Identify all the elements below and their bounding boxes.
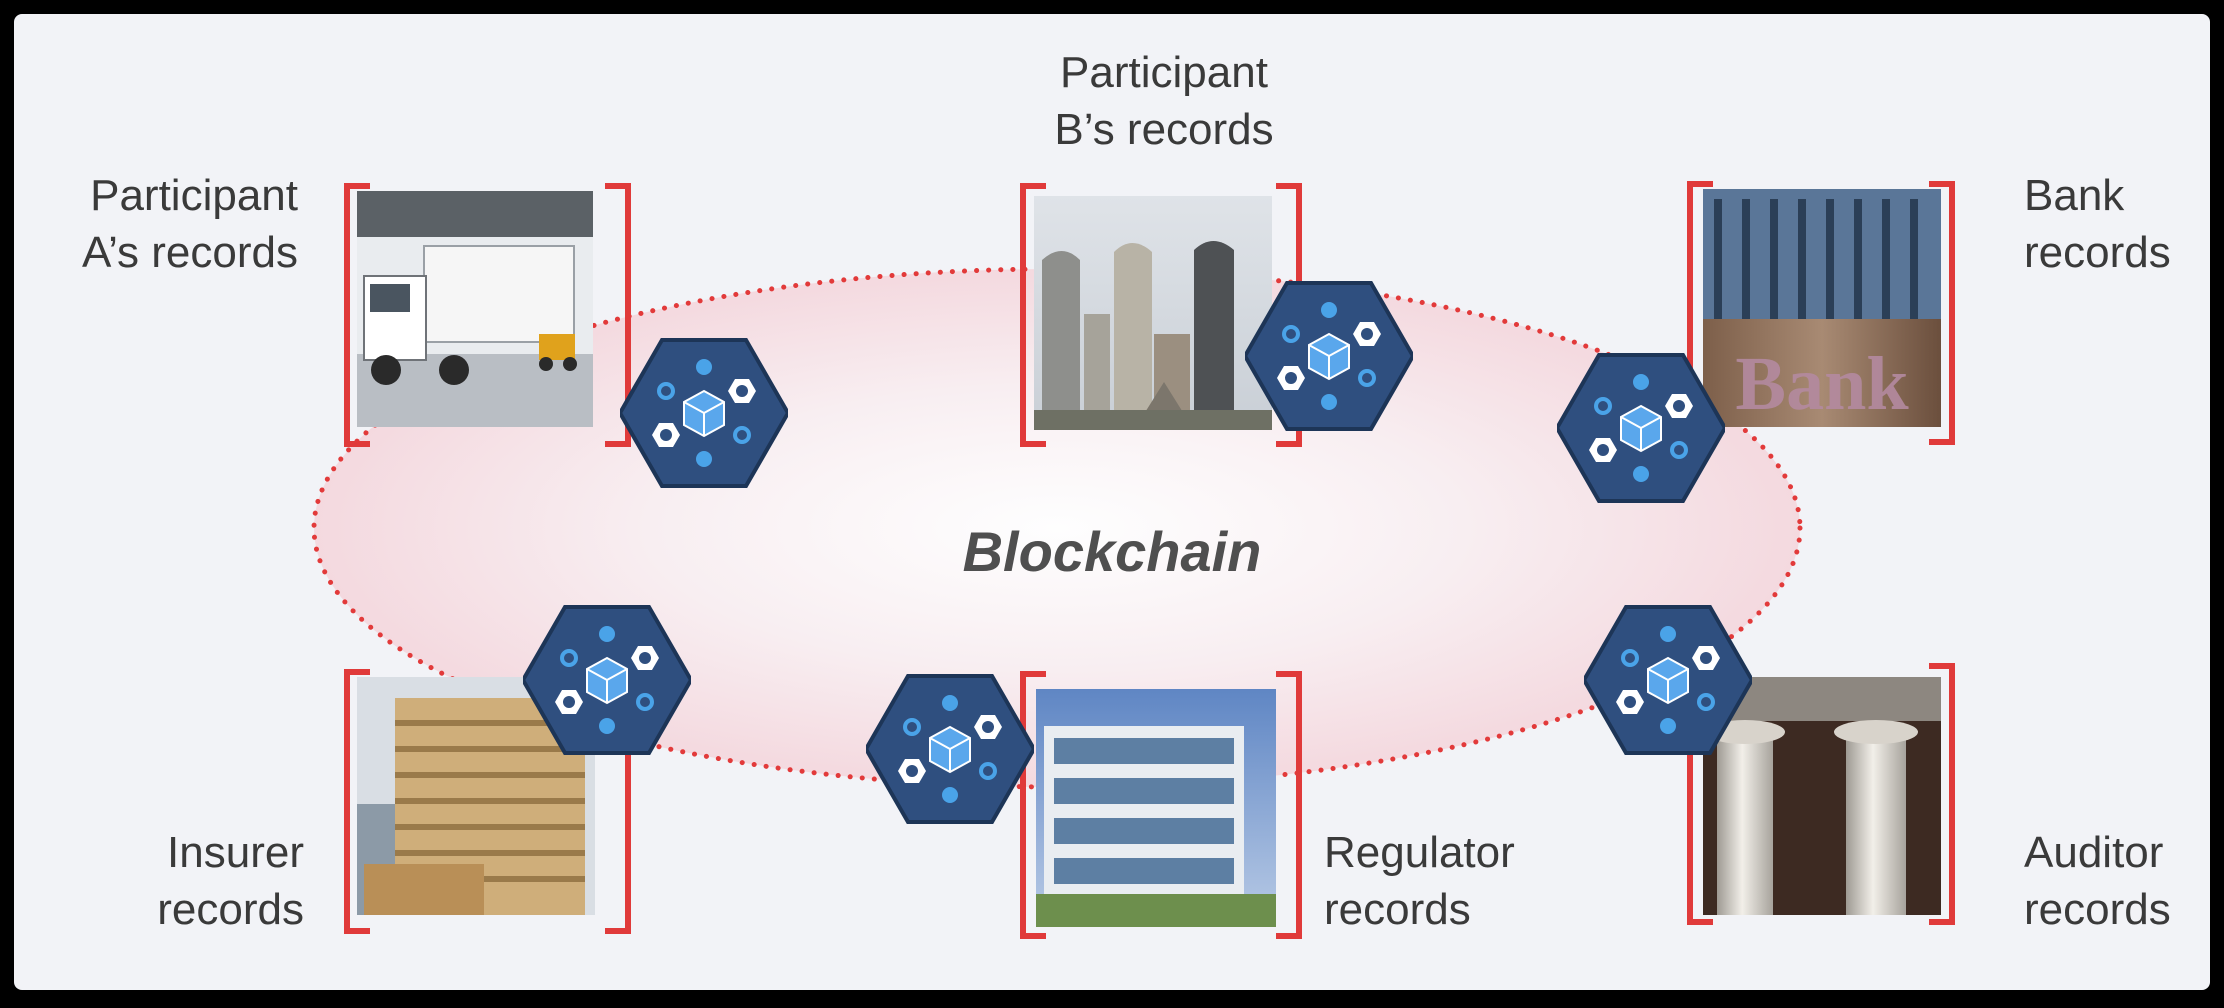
node-insurer (344, 669, 631, 934)
slide: Bank (14, 14, 2210, 990)
insurer-label: Insurer records (74, 824, 304, 938)
node-regulator (1020, 671, 1302, 939)
bank-building-image: Bank (1703, 189, 1941, 427)
node-bank: Bank (1687, 181, 1955, 445)
participant-b-label: Participant B’s records (1014, 44, 1314, 158)
city-skyline-image (1034, 196, 1272, 430)
participant-a-label: Participant A’s records (44, 167, 298, 281)
label-line: B’s records (1054, 105, 1274, 154)
node-participant-b (1020, 183, 1302, 447)
auditor-label: Auditor records (2024, 824, 2194, 938)
label-line: Participant (90, 171, 298, 220)
classical-columns-image (1703, 677, 1941, 915)
label-line: records (2024, 228, 2171, 277)
label-line: records (157, 885, 304, 934)
record-bracket (1020, 671, 1302, 939)
regulator-label: Regulator records (1324, 824, 1554, 938)
node-participant-a (344, 183, 631, 447)
label-line: Participant (1060, 48, 1268, 97)
diagram-canvas: Bank (311, 181, 1955, 939)
record-bracket (344, 183, 631, 447)
glass-office-building-image (1036, 689, 1276, 927)
label-line: Auditor (2024, 828, 2164, 877)
label-line: records (1324, 885, 1471, 934)
label-line: A’s records (81, 228, 298, 277)
label-line: Regulator (1324, 828, 1515, 877)
truck-loading-dock-image (357, 191, 593, 427)
bank-label: Bank records (2024, 167, 2194, 281)
label-line: Insurer (167, 828, 304, 877)
blockchain-label: Blockchain (962, 520, 1262, 583)
label-line: records (2024, 885, 2171, 934)
office-tower-image (357, 677, 595, 915)
svg-text:Bank: Bank (1735, 342, 1909, 426)
label-line: Bank (2024, 171, 2125, 220)
